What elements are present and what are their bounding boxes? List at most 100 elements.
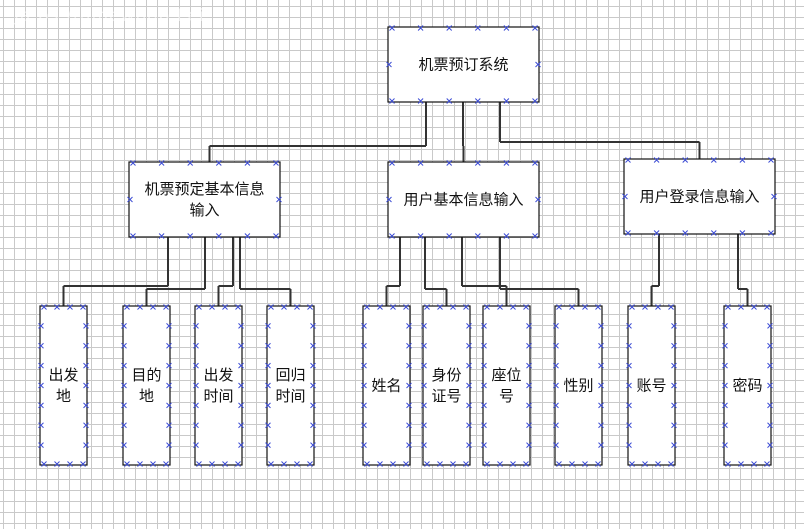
branch-node-box xyxy=(623,158,776,235)
connection-handle xyxy=(193,382,199,389)
connection-handle xyxy=(268,461,274,467)
connection-handle xyxy=(310,422,316,429)
connection-handle xyxy=(238,382,244,389)
connection-handle xyxy=(474,233,481,239)
connection-handle xyxy=(622,193,628,200)
connection-handle xyxy=(466,422,472,429)
connection-handle xyxy=(503,160,510,166)
connection-handle xyxy=(273,160,279,166)
connection-handle xyxy=(629,461,635,467)
connection-handle xyxy=(265,362,271,369)
connection-handle xyxy=(481,442,487,448)
connection-handle xyxy=(83,342,89,349)
branch-node[interactable]: 用户基本信息输入 xyxy=(386,160,541,239)
leaf-node[interactable]: 账号 xyxy=(626,304,677,467)
connection-handle xyxy=(361,382,367,389)
node-layer: 机票预订系统机票预定基本信息输入出发地目的地出发时间回归时间用户基本信息输入姓名… xyxy=(38,25,777,467)
connection-handle xyxy=(751,304,757,310)
connection-handle xyxy=(466,382,472,389)
connection-handle xyxy=(364,304,370,310)
leaf-node[interactable]: 座位号 xyxy=(481,304,532,467)
leaf-node-label: 身份 xyxy=(431,366,461,384)
connection-handle xyxy=(150,461,156,467)
connection-handle xyxy=(421,342,427,349)
connection-handle xyxy=(83,362,89,369)
connection-handle xyxy=(38,342,44,349)
connection-handle xyxy=(417,160,424,166)
connection-handle xyxy=(424,304,430,310)
connection-handle xyxy=(526,342,532,349)
connection-handle xyxy=(209,304,215,310)
connection-handle xyxy=(389,98,395,104)
leaf-node-label: 回归 xyxy=(275,366,305,384)
connection-handle xyxy=(598,422,604,429)
connection-handle xyxy=(532,233,538,239)
leaf-node[interactable]: 密码 xyxy=(722,304,773,467)
connection-handle xyxy=(193,422,199,429)
connection-handle xyxy=(166,402,172,409)
leaf-node-label: 出发 xyxy=(203,366,233,384)
connection-handle xyxy=(481,402,487,409)
connection-handle xyxy=(310,442,316,448)
leaf-node-label: 地 xyxy=(56,387,71,405)
connection-handle xyxy=(484,304,490,310)
leaf-node-label: 号 xyxy=(499,387,514,405)
connection-handle xyxy=(361,362,367,369)
connection-handle xyxy=(553,362,559,369)
connection-handle xyxy=(121,402,127,409)
leaf-node[interactable]: 出发地 xyxy=(38,304,89,467)
connection-handle xyxy=(294,461,300,467)
leaf-node-box xyxy=(482,305,531,466)
root-node-box xyxy=(387,26,540,103)
connection-handle xyxy=(682,230,689,236)
connection-handle xyxy=(222,461,228,467)
connection-handle xyxy=(556,461,562,467)
branch-node[interactable]: 用户登录信息输入 xyxy=(622,157,777,236)
connection-handle xyxy=(406,422,412,429)
connection-handle xyxy=(526,402,532,409)
connection-handle xyxy=(532,98,538,104)
connection-handle xyxy=(722,422,728,429)
connection-handle xyxy=(406,323,412,329)
connection-handle xyxy=(450,461,456,467)
connection-handle xyxy=(166,342,172,349)
connection-handle xyxy=(682,157,689,163)
connection-handle xyxy=(54,304,60,310)
connection-handle xyxy=(38,362,44,369)
branch-node-label: 机票预定基本信息 xyxy=(144,180,264,198)
connection-handle xyxy=(767,382,773,389)
connection-handle xyxy=(446,160,453,166)
connection-handle xyxy=(238,422,244,429)
connection-handle xyxy=(668,304,674,310)
leaf-node[interactable]: 性别 xyxy=(553,304,604,467)
connection-handle xyxy=(722,442,728,448)
connection-handle xyxy=(768,157,774,163)
leaf-node[interactable]: 目的地 xyxy=(121,304,172,467)
connection-handle xyxy=(361,323,367,329)
connection-handle xyxy=(722,342,728,349)
connection-handle xyxy=(377,461,383,467)
connection-handle xyxy=(532,160,538,166)
branch-node-box xyxy=(387,161,540,238)
connection-handle xyxy=(526,442,532,448)
connection-handle xyxy=(671,422,677,429)
connection-handle xyxy=(281,304,287,310)
leaf-node-box xyxy=(266,305,315,466)
connection-handle xyxy=(595,304,601,310)
connection-handle xyxy=(598,382,604,389)
connection-handle xyxy=(83,402,89,409)
root-node[interactable]: 机票预订系统 xyxy=(386,25,541,104)
connection-handle xyxy=(767,362,773,369)
leaf-node[interactable]: 姓名 xyxy=(361,304,412,467)
leaf-node-box xyxy=(723,305,772,466)
connection-handle xyxy=(121,442,127,448)
connection-handle xyxy=(406,402,412,409)
connection-handle xyxy=(238,442,244,448)
connection-handle xyxy=(166,382,172,389)
connection-handle xyxy=(466,342,472,349)
